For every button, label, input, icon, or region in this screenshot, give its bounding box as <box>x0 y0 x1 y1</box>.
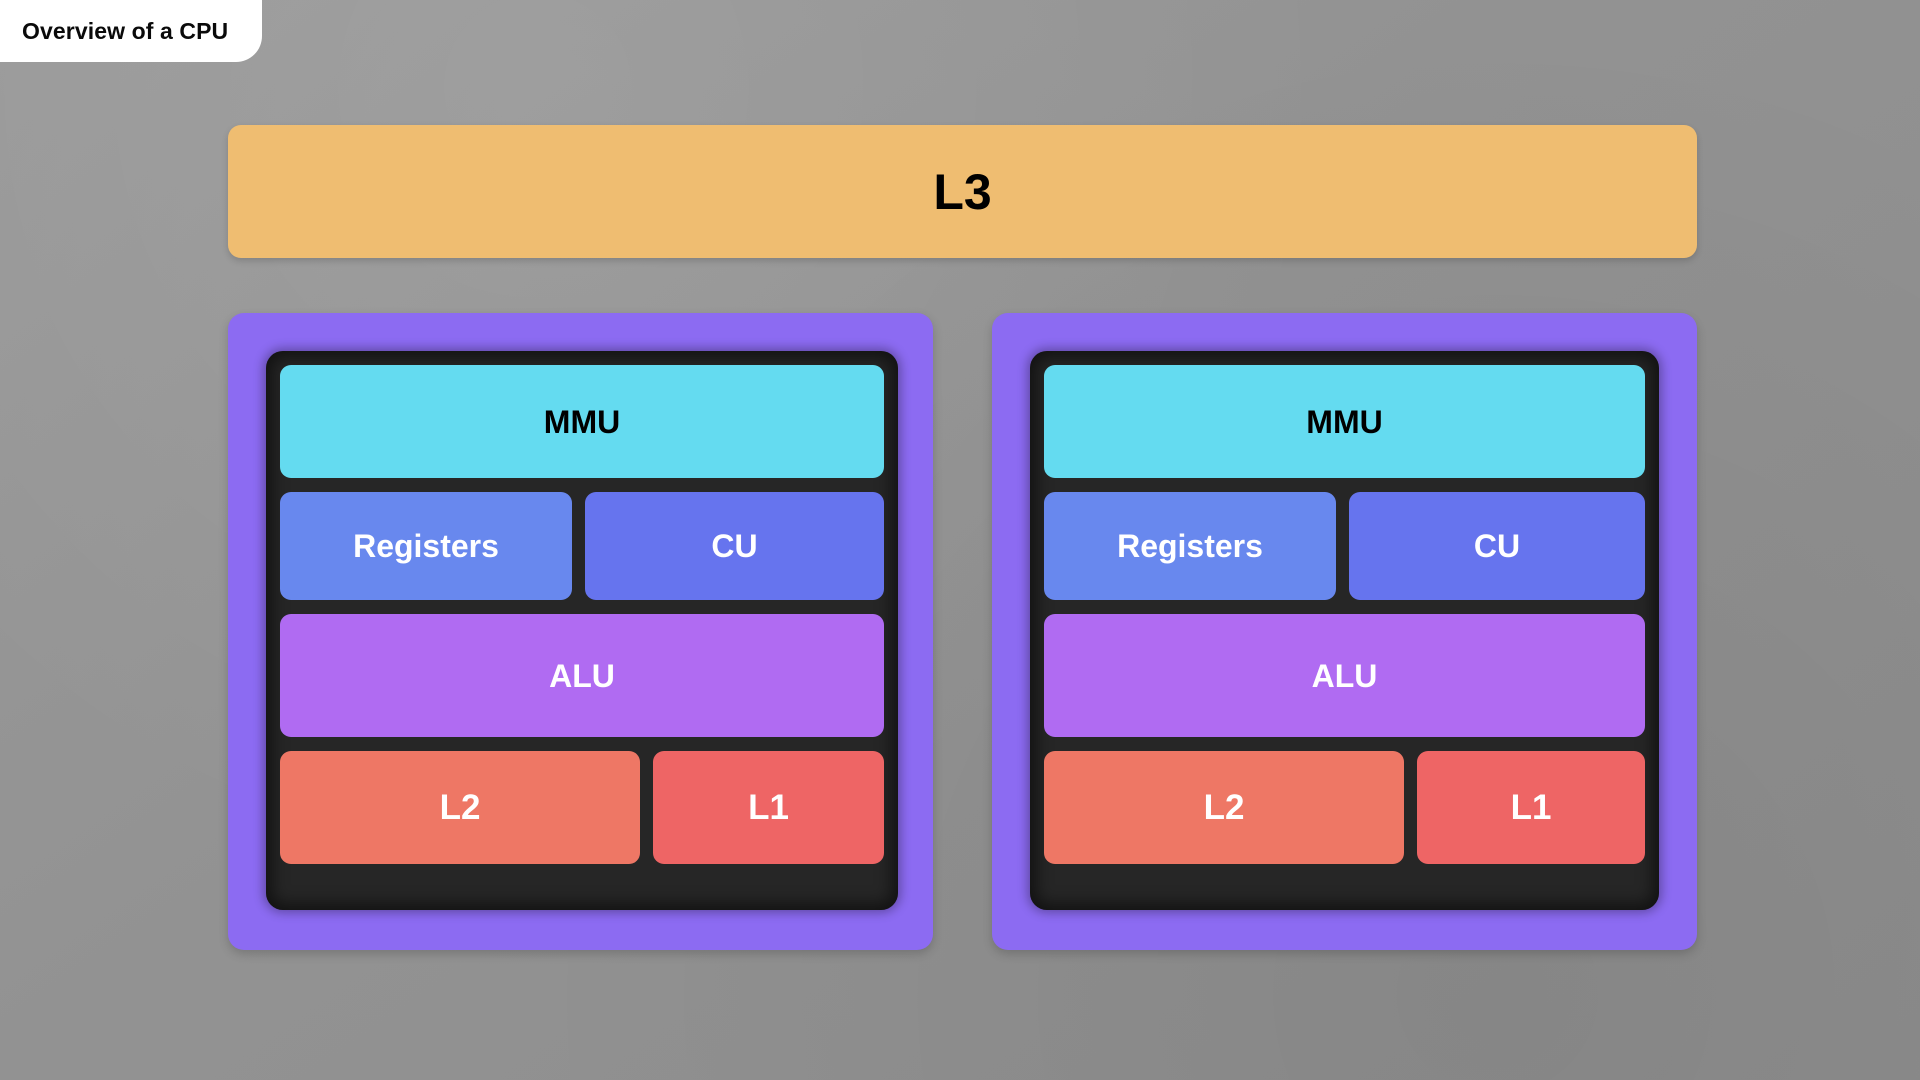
core-1-l1-block: L1 <box>653 751 884 864</box>
l3-cache-block: L3 <box>228 125 1697 258</box>
core-1-cache-row: L2 L1 <box>280 751 884 864</box>
core-2-l2-block: L2 <box>1044 751 1404 864</box>
cores-row: MMU Registers CU ALU L2 L1 MMU Registers… <box>228 313 1697 950</box>
core-1-cu-block: CU <box>585 492 884 600</box>
core-2-mmu-block: MMU <box>1044 365 1645 478</box>
core-1-registers-block: Registers <box>280 492 572 600</box>
page-title: Overview of a CPU <box>22 17 229 44</box>
core-1-alu-block: ALU <box>280 614 884 737</box>
l3-cache-label: L3 <box>933 163 992 220</box>
core-1-mmu-block: MMU <box>280 365 884 478</box>
core-2-l1-block: L1 <box>1417 751 1645 864</box>
core-2-cu-block: CU <box>1349 492 1645 600</box>
cpu-core-2: MMU Registers CU ALU L2 L1 <box>992 313 1697 950</box>
cpu-core-1-inner: MMU Registers CU ALU L2 L1 <box>266 351 898 910</box>
core-2-alu-block: ALU <box>1044 614 1645 737</box>
core-2-cache-row: L2 L1 <box>1044 751 1645 864</box>
cpu-core-1: MMU Registers CU ALU L2 L1 <box>228 313 933 950</box>
title-tab: Overview of a CPU <box>0 0 263 62</box>
core-2-registers-cu-row: Registers CU <box>1044 492 1645 600</box>
cpu-core-2-inner: MMU Registers CU ALU L2 L1 <box>1030 351 1659 910</box>
core-2-registers-block: Registers <box>1044 492 1336 600</box>
core-1-l2-block: L2 <box>280 751 640 864</box>
core-1-registers-cu-row: Registers CU <box>280 492 884 600</box>
